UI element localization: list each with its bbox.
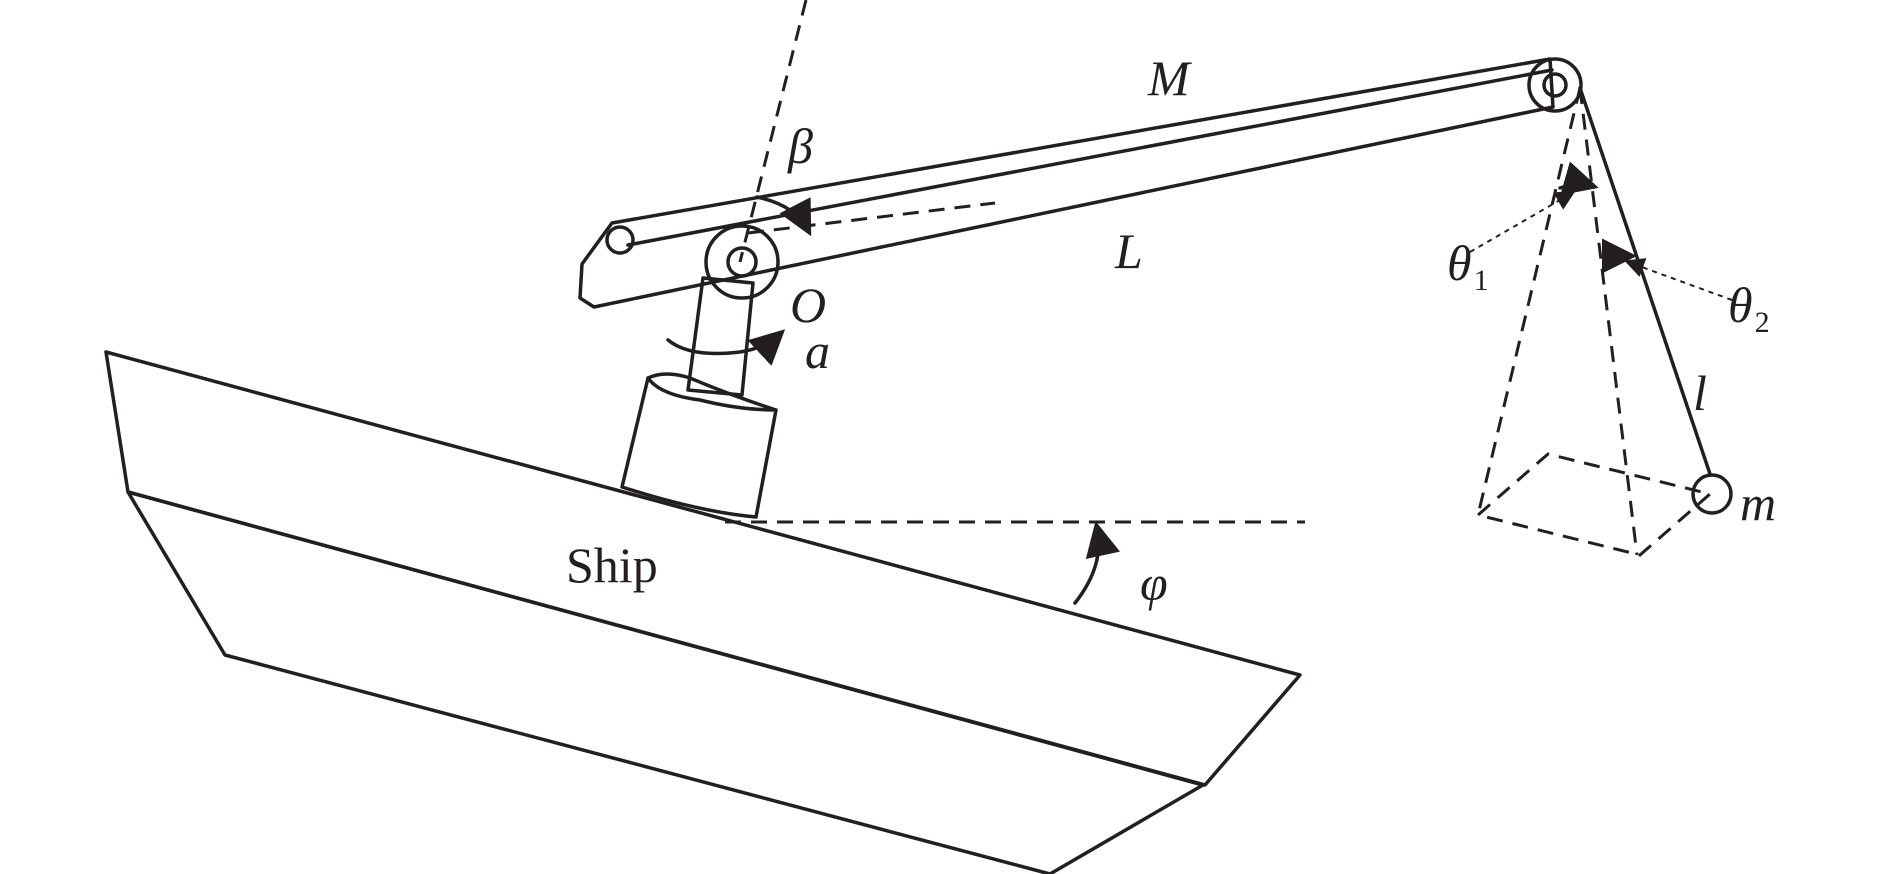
post-axis-line [738,0,808,263]
label-pivot: O [790,277,826,333]
ship-lower-hull [126,490,1205,874]
pedestal-body [620,372,778,519]
crane-post [686,276,755,397]
roll-angle-arrow [1073,521,1121,605]
rope-vertical-projection [1578,87,1639,556]
slew-rotation-arrow [666,329,786,366]
crane-boom [578,57,1555,309]
boom-tail-pulley [605,225,635,255]
ship-deck-band [104,350,1302,787]
theta1-symbol: θ [1447,235,1472,291]
label-ship: Ship [566,537,658,593]
boom-tip-pulley [1527,57,1583,113]
label-payload-mass: m [1740,475,1776,531]
theta2-leader [1624,258,1733,301]
label-rope-length: l [1693,365,1707,421]
post-body [686,276,755,397]
slew-angle-arrow [755,195,812,237]
label-theta1: θ1 [1447,235,1489,297]
hoisting-rope [1578,86,1712,476]
theta2-arc [1601,238,1637,274]
tip-pulley-hub [1542,72,1568,98]
theta1-arc [1558,161,1599,196]
theta1-leader [1469,190,1576,253]
label-theta2: θ2 [1728,277,1770,339]
label-boom-mass: M [1147,50,1192,106]
pivot-hub [726,246,758,278]
theta2-subscript: 2 [1755,306,1770,339]
theta2-symbol: θ [1728,277,1753,333]
payload-mass [1691,473,1733,515]
label-slew-angle: β [787,118,813,174]
pivot-joint [704,224,780,300]
rope-plane-projection [1476,87,1582,516]
tip-pulley-outer [1527,57,1583,113]
pedestal-top-edge [646,376,778,412]
label-roll-angle: φ [1140,555,1168,611]
projection-parallelogram [1474,452,1714,557]
ship-hull [104,350,1302,874]
crane-pedestal [620,372,778,519]
label-boom-length: L [1114,223,1143,279]
label-luff-angle: a [805,323,830,379]
pivot-outer-ring [704,224,780,300]
theta1-subscript: 1 [1474,264,1489,297]
